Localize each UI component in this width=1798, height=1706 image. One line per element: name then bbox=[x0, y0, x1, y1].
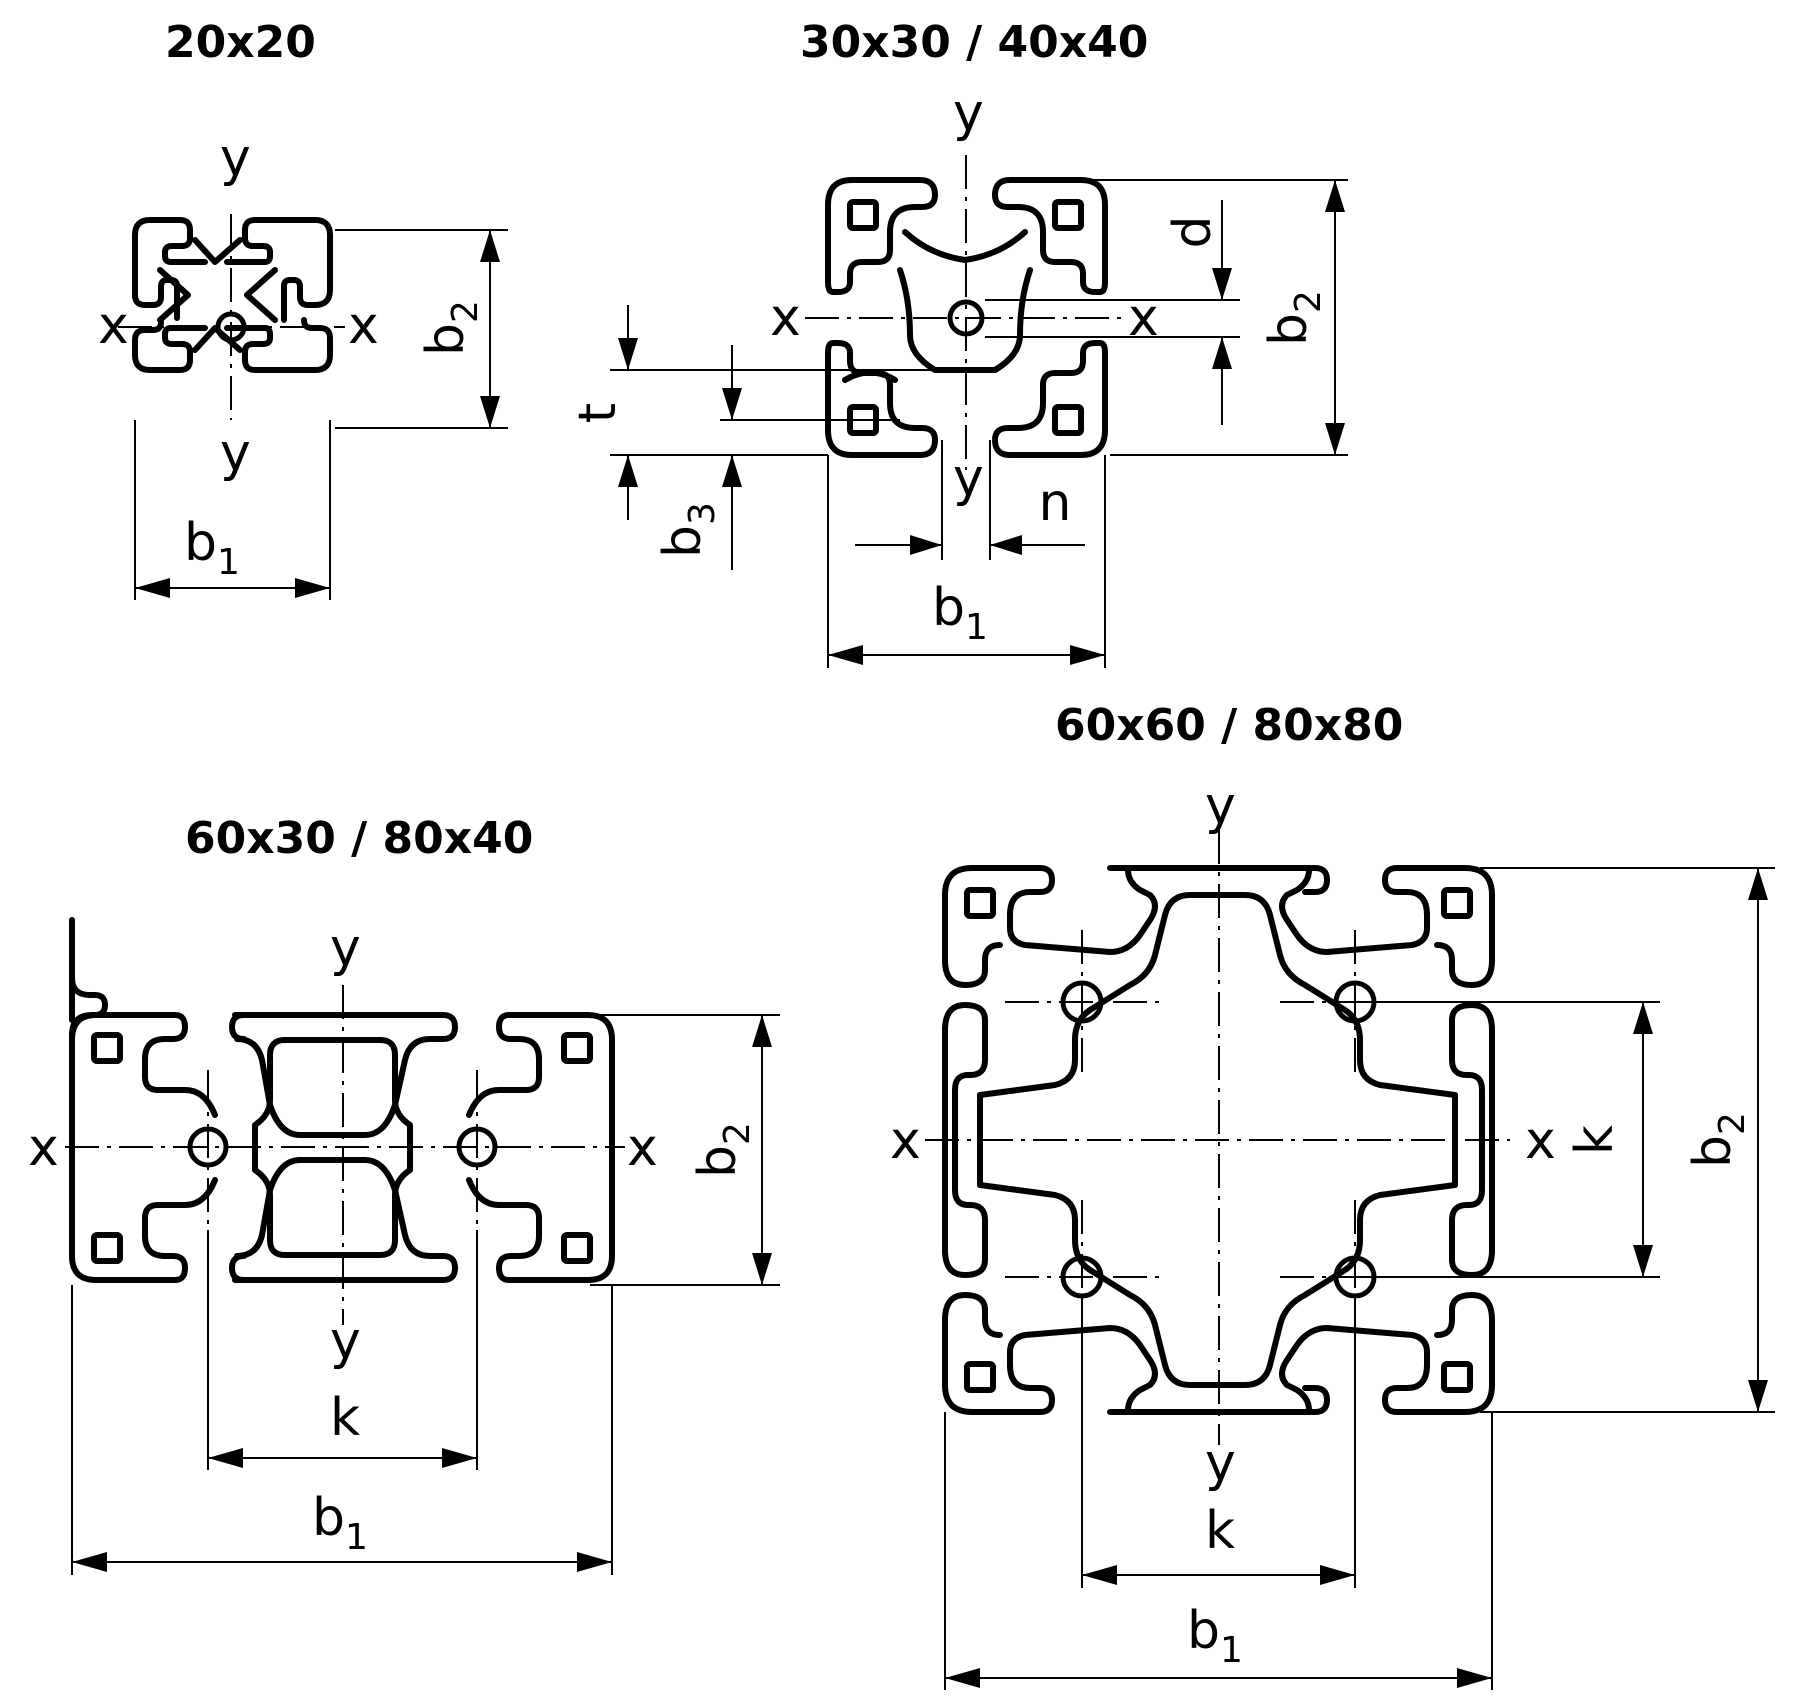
b1-label-main: b bbox=[184, 513, 217, 573]
svg-text:b1: b1 bbox=[1187, 1601, 1243, 1671]
slot-cavity bbox=[1055, 407, 1081, 433]
x-axis-label-left: x bbox=[890, 1111, 921, 1171]
b1-label-sub: 1 bbox=[345, 1517, 368, 1558]
b1-label-main: b bbox=[312, 1488, 345, 1548]
b3-label-main: b bbox=[653, 525, 713, 558]
k-label-vertical: k bbox=[1565, 1125, 1625, 1155]
slot-cavity bbox=[564, 1035, 590, 1061]
slot-cavity bbox=[1444, 1364, 1470, 1390]
dimension-b2: b2 bbox=[335, 229, 508, 429]
slot-cavity bbox=[967, 1364, 993, 1390]
profile-60x30-80x40: 60x30 / 80x40 x x y y bbox=[28, 813, 780, 1575]
dimension-d: d bbox=[985, 200, 1240, 425]
n-label: n bbox=[1039, 473, 1072, 533]
x-axis-label-left: x bbox=[28, 1118, 59, 1178]
y-axis-label-bottom: y bbox=[1205, 1433, 1236, 1493]
b1-label-main: b bbox=[932, 578, 965, 638]
profile-20x20: 20x20 x x y y b2 bbox=[98, 17, 508, 600]
dimension-b1: b1 bbox=[71, 1285, 613, 1575]
svg-text:b2: b2 bbox=[1683, 1112, 1753, 1168]
dimension-b2: b2 bbox=[590, 1014, 780, 1286]
profile-30x30-40x40: 30x30 / 40x40 x x y y d bbox=[568, 17, 1348, 668]
b2-label-sub: 2 bbox=[717, 1122, 758, 1145]
dimension-b2: b2 bbox=[1080, 179, 1348, 456]
slot-cavity bbox=[94, 1035, 120, 1061]
profile-title: 60x60 / 80x80 bbox=[1055, 700, 1403, 751]
b1-label-sub: 1 bbox=[965, 607, 988, 648]
b2-label-sub: 2 bbox=[445, 300, 486, 323]
x-axis-label-left: x bbox=[770, 288, 801, 348]
y-axis-label-top: y bbox=[330, 918, 361, 978]
profile-outline bbox=[825, 177, 1108, 458]
slot-cavity bbox=[967, 890, 993, 916]
b1-label-sub: 1 bbox=[217, 542, 240, 583]
dimension-k: k bbox=[207, 1230, 478, 1470]
y-axis-label-top: y bbox=[953, 83, 984, 143]
profile-60x60-80x80: 60x60 / 80x80 bbox=[890, 700, 1775, 1690]
k-label: k bbox=[330, 1388, 360, 1448]
profile-outline bbox=[132, 217, 333, 373]
b1-label-sub: 1 bbox=[1220, 1630, 1243, 1671]
x-axis-label-left: x bbox=[98, 296, 129, 356]
b2-label-main: b bbox=[1683, 1135, 1743, 1168]
slot-cavity bbox=[1444, 890, 1470, 916]
svg-text:b2: b2 bbox=[1259, 290, 1329, 346]
y-axis-label-top: y bbox=[1205, 776, 1236, 836]
svg-text:b1: b1 bbox=[932, 578, 988, 648]
b2-label-main: b bbox=[1259, 313, 1319, 346]
svg-text:b3: b3 bbox=[653, 502, 723, 558]
b2-label-main: b bbox=[416, 323, 476, 356]
dimension-b1: b1 bbox=[134, 420, 331, 600]
svg-text:b2: b2 bbox=[688, 1122, 758, 1178]
dimension-b1: b1 bbox=[944, 1412, 1493, 1690]
dimension-t: t bbox=[568, 305, 935, 520]
profile-title: 30x30 / 40x40 bbox=[800, 17, 1148, 68]
dimension-n: n bbox=[855, 440, 1085, 560]
b3-label-sub: 3 bbox=[682, 502, 723, 525]
b2-label-sub: 2 bbox=[1712, 1112, 1753, 1135]
svg-text:b2: b2 bbox=[416, 300, 486, 356]
b1-label-main: b bbox=[1187, 1601, 1220, 1661]
x-axis-label-right: x bbox=[1525, 1111, 1556, 1171]
y-axis-label-bottom: y bbox=[953, 448, 984, 508]
slot-cavity bbox=[94, 1235, 120, 1261]
profile-title: 60x30 / 80x40 bbox=[185, 813, 533, 864]
y-axis-label-bottom: y bbox=[220, 423, 251, 483]
x-axis-label-right: x bbox=[348, 296, 379, 356]
b2-label-main: b bbox=[688, 1145, 748, 1178]
slot-cavity bbox=[564, 1235, 590, 1261]
t-label: t bbox=[568, 403, 628, 423]
y-axis-label-bottom: y bbox=[330, 1311, 361, 1371]
x-axis-label-right: x bbox=[627, 1118, 658, 1178]
profile-outline bbox=[68, 917, 615, 1283]
dimension-k-horizontal: k bbox=[1081, 1300, 1356, 1588]
x-axis-label-right: x bbox=[1128, 288, 1159, 348]
svg-text:b1: b1 bbox=[312, 1488, 368, 1558]
k-label-horizontal: k bbox=[1205, 1501, 1235, 1561]
b2-label-sub: 2 bbox=[1288, 290, 1329, 313]
dimension-b3: b3 bbox=[653, 345, 900, 570]
dimension-k-vertical: k bbox=[1355, 1001, 1660, 1278]
slot-cavity bbox=[850, 202, 876, 228]
svg-text:b1: b1 bbox=[184, 513, 240, 583]
profile-title: 20x20 bbox=[165, 17, 316, 68]
dimension-b1: b1 bbox=[827, 455, 1106, 668]
profile-outline bbox=[942, 865, 1495, 1415]
y-axis-label-top: y bbox=[220, 128, 251, 188]
d-label: d bbox=[1163, 215, 1223, 248]
dimension-b2: b2 bbox=[1480, 867, 1775, 1413]
slot-cavity bbox=[1055, 202, 1081, 228]
